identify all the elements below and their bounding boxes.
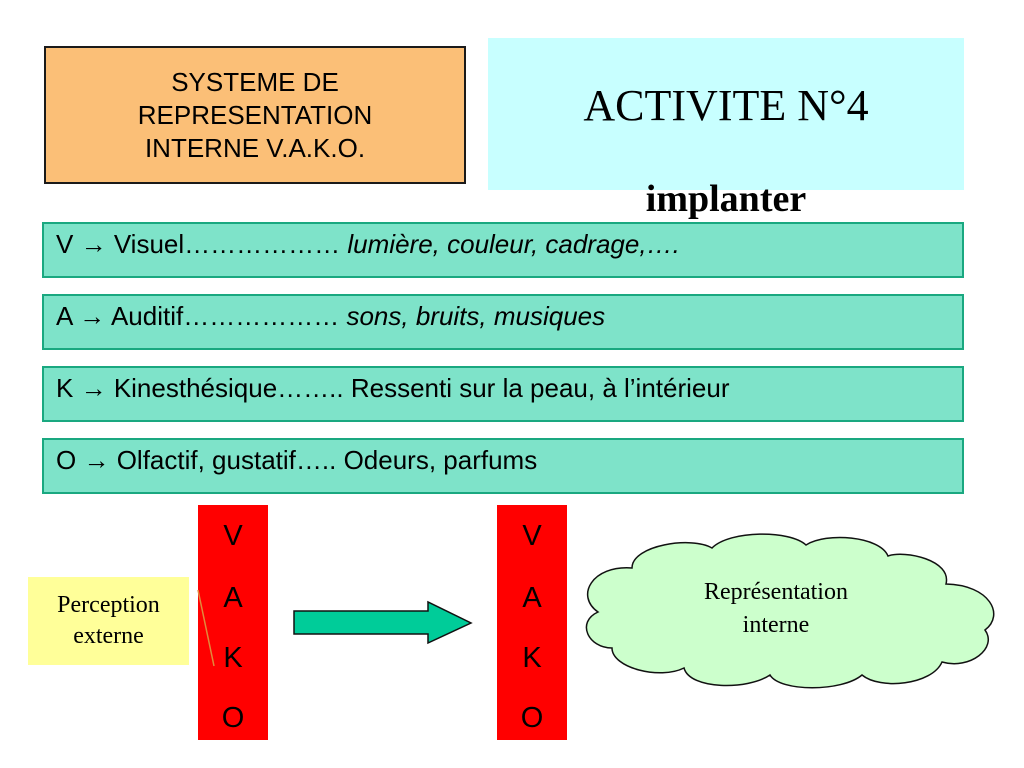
vako-letter-a: A [223, 582, 243, 614]
representation-interne-text: Représentation interne [640, 576, 912, 642]
activity-title: ACTIVITE N°4 [583, 81, 869, 130]
sense-row-auditif: A → Auditif……………… sons, bruits, musiques [42, 294, 964, 350]
right-arrow-icon: → [79, 301, 106, 331]
system-title-box: SYSTEME DE REPRESENTATION INTERNE V.A.K.… [44, 46, 466, 184]
vako-letter-k: K [223, 642, 243, 674]
sense-label: Kinesthésique…….. [113, 373, 344, 403]
sense-description: sons, bruits, musiques [346, 301, 606, 331]
perception-line-2: externe [73, 623, 144, 649]
sense-label: Olfactif, gustatif….. [116, 445, 337, 475]
system-title-line-3: INTERNE V.A.K.O. [144, 132, 366, 163]
sense-description: lumière, couleur, cadrage,…. [347, 229, 680, 259]
representation-line-1: Représentation [704, 579, 848, 605]
sense-description: Odeurs, parfums [343, 445, 538, 475]
sense-description: Ressenti sur la peau, à l’intérieur [350, 373, 730, 403]
sense-letter: O [56, 445, 77, 475]
sense-row-visuel: V → Visuel……………… lumière, couleur, cadra… [42, 222, 964, 278]
sense-letter: A [56, 301, 72, 331]
vako-letter-a: A [522, 582, 542, 614]
activity-box: ACTIVITE N°4 implanter [488, 38, 964, 218]
sense-label: Visuel……………… [113, 229, 341, 259]
right-arrow-icon: → [80, 229, 107, 259]
system-title-line-1: SYSTEME DE [171, 66, 339, 97]
vako-letter-v: V [223, 520, 243, 552]
right-arrow-icon: → [83, 445, 110, 475]
sense-letter: V [56, 229, 74, 259]
activity-subtitle: implanter [645, 178, 807, 220]
sense-label: Auditif……………… [110, 301, 340, 331]
sense-row-olfactif: O → Olfactif, gustatif….. Odeurs, parfum… [42, 438, 964, 494]
perception-externe-box: Perception externe [28, 577, 189, 665]
right-arrow-icon: → [80, 373, 107, 403]
sense-letter: K [56, 373, 74, 403]
system-title-line-2: REPRESENTATION [137, 99, 373, 130]
vako-letter-o: O [520, 702, 544, 734]
perception-line-1: Perception [57, 592, 160, 618]
thought-cloud-shape [585, 533, 995, 689]
vako-bar-left: V A K O [198, 505, 268, 740]
vako-letter-v: V [522, 520, 542, 552]
perception-connector-line [197, 589, 215, 667]
transform-arrow-shape [293, 600, 473, 645]
vako-letter-k: K [522, 642, 542, 674]
vako-letter-o: O [221, 702, 245, 734]
sense-row-kinesthesique: K → Kinesthésique…….. Ressenti sur la pe… [42, 366, 964, 422]
representation-line-2: interne [742, 612, 810, 638]
vako-bar-right: V A K O [497, 505, 567, 740]
